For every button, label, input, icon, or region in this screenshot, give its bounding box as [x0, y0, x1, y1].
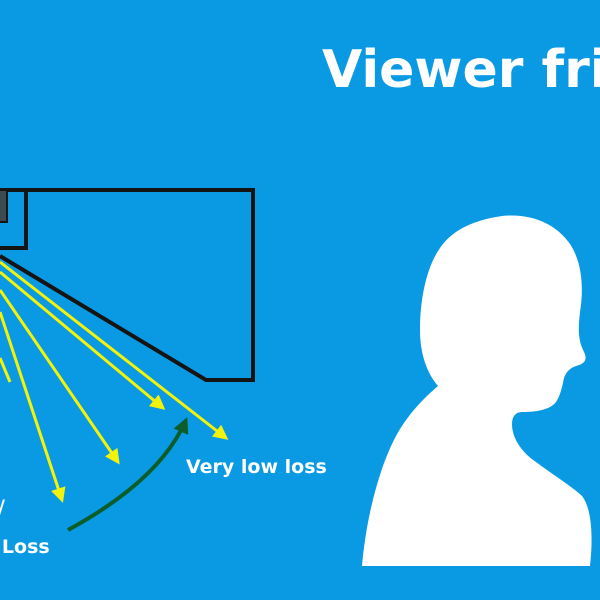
diagram-title: Viewer fri: [322, 40, 600, 100]
curved-arrow: [67, 417, 189, 532]
label-fragment: /: [0, 496, 5, 518]
label-very-low-loss: Very low loss: [186, 456, 327, 478]
label-loss: s Loss: [0, 536, 50, 558]
light-source-block: [0, 189, 8, 223]
light-ray-4: [0, 311, 66, 503]
person-head-silhouette-icon: [362, 215, 592, 566]
panel-inner-notch: [0, 190, 28, 250]
light-ray-1: [0, 260, 229, 440]
light-rays: [0, 260, 229, 503]
light-ray-2: [0, 270, 166, 410]
light-ray-5: [0, 357, 12, 383]
panel-outline: [0, 188, 255, 382]
light-ray-3: [0, 289, 120, 465]
